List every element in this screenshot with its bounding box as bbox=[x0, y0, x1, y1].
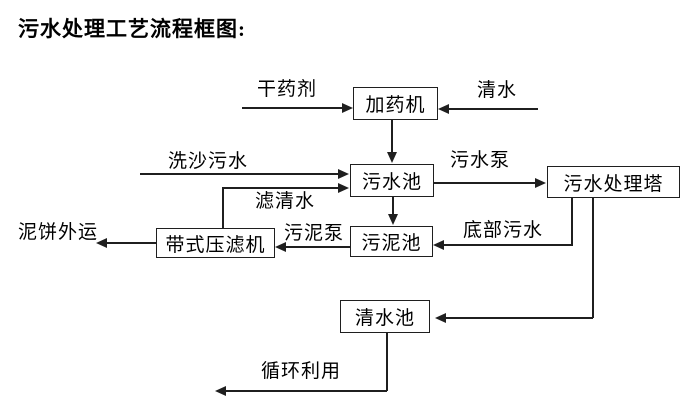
arrow-down-icon bbox=[387, 152, 397, 163]
node-sewage-treatment-tower: 污水处理塔 bbox=[547, 166, 680, 198]
edge-tower-to-clean-pool-drop bbox=[592, 198, 594, 318]
arrow-right-icon bbox=[338, 183, 349, 193]
arrow-left-icon bbox=[435, 313, 446, 323]
flow-label-sludge-pump: 污泥泵 bbox=[284, 223, 345, 244]
flow-label-dry-agent: 干药剂 bbox=[257, 79, 318, 100]
arrow-down-icon bbox=[388, 214, 398, 225]
flow-label-sand-washing-sewage: 洗沙污水 bbox=[168, 151, 249, 172]
arrow-left-icon bbox=[433, 240, 444, 250]
edge-bottom-sewage-drop bbox=[571, 198, 573, 245]
edge-filtered-water bbox=[222, 187, 340, 189]
edge-tower-to-clean-pool bbox=[446, 317, 593, 319]
node-sludge-pool: 污泥池 bbox=[350, 226, 433, 257]
arrow-right-icon bbox=[535, 178, 546, 188]
edge-recycling bbox=[226, 390, 387, 392]
edge-sludge-pump bbox=[286, 246, 350, 248]
edge-bottom-sewage bbox=[444, 244, 573, 246]
node-dosing-machine: 加药机 bbox=[353, 87, 438, 120]
edge-clean-pool-out-drop bbox=[386, 333, 388, 391]
edge-sewage-pump bbox=[434, 182, 537, 184]
page-title: 污水处理工艺流程框图: bbox=[18, 17, 246, 41]
edge-clean-water bbox=[449, 108, 538, 110]
arrow-left-icon bbox=[275, 242, 286, 252]
arrow-left-icon bbox=[438, 104, 449, 114]
flow-label-mud-cake-outbound: 泥饼外运 bbox=[18, 222, 99, 243]
arrow-left-icon bbox=[215, 386, 226, 396]
edge-sewage-to-sludge bbox=[392, 197, 394, 216]
edge-filtered-water-riser bbox=[222, 187, 224, 229]
edge-sand-washing-sewage bbox=[140, 173, 340, 175]
node-sewage-pool: 污水池 bbox=[350, 164, 434, 197]
edge-dosing-to-sewage-pool bbox=[391, 120, 393, 155]
edge-mud-cake bbox=[107, 242, 156, 244]
flow-label-sewage-pump: 污水泵 bbox=[450, 150, 511, 171]
arrow-left-icon bbox=[96, 238, 107, 248]
node-belt-filter-press: 带式压滤机 bbox=[156, 228, 275, 258]
arrow-right-icon bbox=[338, 169, 349, 179]
flow-label-filtered-water: 滤清水 bbox=[255, 191, 316, 212]
flow-label-clean-water: 清水 bbox=[477, 80, 518, 101]
node-clean-water-pool: 清水池 bbox=[340, 300, 430, 333]
arrow-right-icon bbox=[342, 103, 353, 113]
flow-label-recycling: 循环利用 bbox=[261, 361, 342, 382]
edge-dry-agent bbox=[242, 107, 343, 109]
flow-label-bottom-sewage: 底部污水 bbox=[463, 220, 544, 241]
